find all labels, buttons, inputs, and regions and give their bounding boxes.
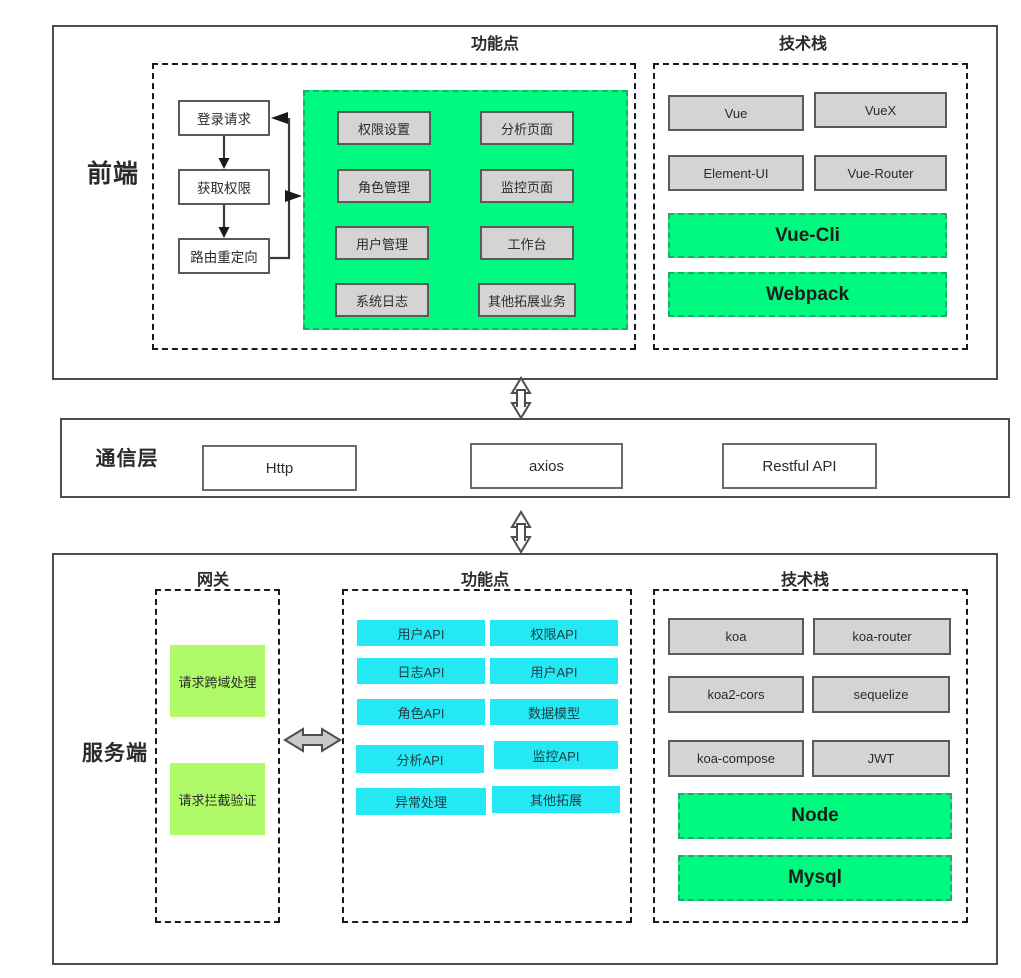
api-box-log-api[interactable]: 日志API <box>357 658 485 684</box>
feature-box-monitoring-page[interactable]: 监控页面 <box>480 169 574 203</box>
server-techstack-highlight-node[interactable]: Node <box>678 793 952 839</box>
connector-communication-to-server <box>510 510 532 554</box>
api-box-data-model[interactable]: 数据模型 <box>490 699 618 725</box>
comm-box-axios[interactable]: axios <box>470 443 623 489</box>
api-box-monitoring-api[interactable]: 监控API <box>494 741 618 769</box>
comm-box-restful-api[interactable]: Restful API <box>722 443 877 489</box>
api-box-exception-handling[interactable]: 异常处理 <box>356 788 486 815</box>
feature-box-workbench[interactable]: 工作台 <box>480 226 574 260</box>
gateway-box-request-interception[interactable]: 请求拦截验证 <box>170 763 265 835</box>
server-techstack-box-koa-compose[interactable]: koa-compose <box>668 740 804 777</box>
api-box-analysis-api[interactable]: 分析API <box>356 745 484 773</box>
communication-layer-label: 通信层 <box>95 448 159 470</box>
feature-box-system-log[interactable]: 系统日志 <box>335 283 429 317</box>
server-layer-label: 服务端 <box>82 742 148 765</box>
server-techstack-box-koa[interactable]: koa <box>668 618 804 655</box>
server-features-container <box>342 589 632 923</box>
techstack-box-vue[interactable]: Vue <box>668 95 804 131</box>
frontend-features-title: 功能点 <box>470 36 519 53</box>
flow-step-fetch-permission[interactable]: 获取权限 <box>178 169 270 205</box>
server-techstack-box-sequelize[interactable]: sequelize <box>812 676 950 713</box>
techstack-box-vue-router[interactable]: Vue-Router <box>814 155 947 191</box>
feature-box-user-management[interactable]: 用户管理 <box>335 226 429 260</box>
feature-box-other-extensions[interactable]: 其他拓展业务 <box>478 283 576 317</box>
frontend-features-container <box>152 63 636 350</box>
techstack-highlight-webpack[interactable]: Webpack <box>668 272 947 317</box>
frontend-techstack-title: 技术栈 <box>778 36 827 53</box>
connector-frontend-to-communication <box>510 376 532 420</box>
techstack-highlight-vue-cli[interactable]: Vue-Cli <box>668 213 947 258</box>
server-techstack-title: 技术栈 <box>780 572 829 589</box>
techstack-box-vuex[interactable]: VueX <box>814 92 947 128</box>
server-techstack-box-jwt[interactable]: JWT <box>812 740 950 777</box>
server-techstack-highlight-mysql[interactable]: Mysql <box>678 855 952 901</box>
flow-step-login-request[interactable]: 登录请求 <box>178 100 270 136</box>
server-techstack-box-koa-router[interactable]: koa-router <box>813 618 951 655</box>
api-box-other-extensions[interactable]: 其他拓展 <box>492 786 620 813</box>
frontend-layer-label: 前端 <box>86 160 139 188</box>
feature-box-analysis-page[interactable]: 分析页面 <box>480 111 574 145</box>
server-techstack-box-koa2-cors[interactable]: koa2-cors <box>668 676 804 713</box>
gateway-box-cors-handling[interactable]: 请求跨域处理 <box>170 645 265 717</box>
techstack-box-element-ui[interactable]: Element-UI <box>668 155 804 191</box>
api-box-role-api[interactable]: 角色API <box>357 699 485 725</box>
frontend-techstack-container <box>653 63 968 350</box>
flow-step-route-redirect[interactable]: 路由重定向 <box>178 238 270 274</box>
api-box-user-api-2[interactable]: 用户API <box>490 658 618 684</box>
feature-box-role-management[interactable]: 角色管理 <box>337 169 431 203</box>
server-gateway-container <box>155 589 280 923</box>
comm-box-http[interactable]: Http <box>202 445 357 491</box>
server-gateway-title: 网关 <box>196 572 229 589</box>
api-box-permission-api[interactable]: 权限API <box>490 620 618 646</box>
server-features-title: 功能点 <box>460 572 509 589</box>
feature-box-permission-settings[interactable]: 权限设置 <box>337 111 431 145</box>
server-techstack-container <box>653 589 968 923</box>
api-box-user-api-1[interactable]: 用户API <box>357 620 485 646</box>
